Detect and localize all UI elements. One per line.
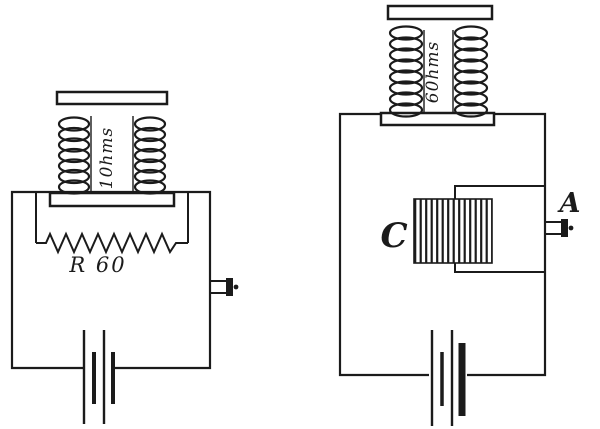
left-resistor-leads bbox=[35, 192, 189, 243]
terminal-a-label: A bbox=[557, 188, 581, 219]
left-resistor-zigzag bbox=[36, 231, 188, 255]
left-terminal-knob bbox=[233, 284, 239, 290]
left-magnet-yoke-bar bbox=[48, 191, 176, 208]
right-magnet-coil-left bbox=[388, 25, 424, 118]
right-armature-bar bbox=[386, 4, 494, 21]
left-armature-bar bbox=[55, 90, 169, 106]
left-magnet-core bbox=[90, 116, 134, 194]
left-magnet-coil-right bbox=[133, 116, 167, 195]
right-circuit: C 60hms A bbox=[338, 4, 581, 426]
terminal-a-knob bbox=[568, 225, 574, 231]
capacitor-block-outline bbox=[413, 198, 493, 264]
left-magnet-coil-left bbox=[57, 116, 91, 195]
terminal-a-cap bbox=[561, 219, 568, 237]
capacitor-plates-hatching bbox=[414, 199, 492, 263]
right-battery bbox=[430, 330, 466, 426]
capacitor-label: C bbox=[380, 216, 407, 256]
left-terminal-cap bbox=[226, 278, 233, 296]
right-magnet-core bbox=[423, 30, 454, 114]
left-terminal-stub bbox=[210, 280, 226, 294]
right-magnet-coil-right bbox=[453, 25, 489, 118]
right-coil-resistance-label: 60hms bbox=[423, 41, 443, 103]
left-circuit: R 60 10hms bbox=[10, 90, 239, 424]
left-battery bbox=[82, 330, 115, 424]
left-resistor-label: R 60 bbox=[68, 253, 126, 277]
terminal-a-stub bbox=[545, 221, 561, 235]
left-circuit-loop-wire bbox=[10, 190, 212, 370]
left-coil-resistance-label: 10hms bbox=[97, 127, 117, 189]
